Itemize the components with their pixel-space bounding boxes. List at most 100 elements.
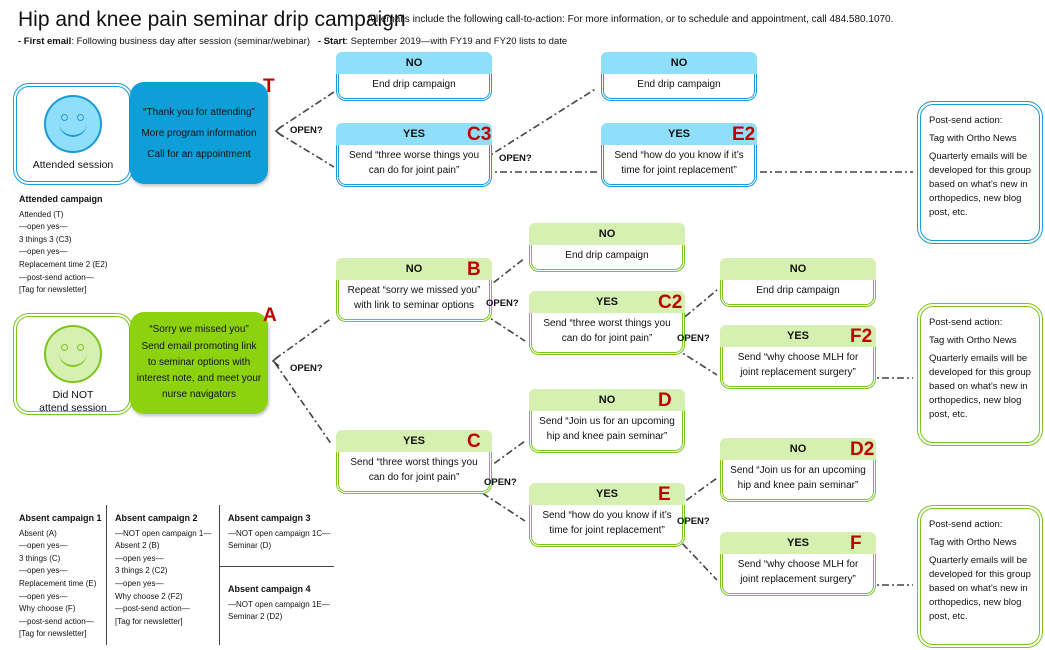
message-line: “Sorry we missed you” [149, 323, 249, 335]
node-head: YES [336, 123, 492, 145]
campaign-line: Why choose (F) [19, 604, 76, 614]
b-node: NO Repeat “sorry we missed you” with lin… [336, 258, 492, 322]
campaign-line: —NOT open campaign 1E— [228, 599, 330, 609]
node-body: Send “three worst things you can do for … [529, 313, 685, 355]
code-label-e2: E2 [732, 124, 756, 145]
node-body: Send “how do you know if it’s time for j… [529, 505, 685, 547]
post-send-text: Quarterly emails will be developed for t… [929, 151, 1031, 218]
absent-campaign-2-list: Absent campaign 2 —NOT open campaign 1— … [115, 512, 211, 628]
arrowhead-t [274, 125, 283, 137]
campaign-line: —NOT open campaign 1— [115, 528, 212, 538]
did-not-attend-label: Did NOT [52, 389, 94, 401]
c3-node: YES Send “three worse things you can do … [336, 123, 492, 187]
node-head: NO [336, 52, 492, 74]
campaign-line: Absent (A) [19, 528, 57, 538]
absent-campaign-4-list: Absent campaign 4 —NOT open campaign 1E—… [228, 583, 330, 624]
campaign-line: Replacement time 2 (E2) [19, 259, 108, 269]
connector-t-yes [277, 132, 335, 168]
attended-session-node: Attended session [13, 83, 133, 185]
node-body: Send “three worst things you can do for … [336, 452, 492, 494]
call-to-action-note: All emails include the following call-to… [367, 14, 894, 25]
f2-node: YES Send “why choose MLH for joint repla… [720, 325, 876, 389]
open-question-label: OPEN? [290, 125, 323, 136]
e2-node: YES Send “how do you know if it’s time f… [601, 123, 757, 187]
node-head: YES [529, 291, 685, 313]
c3-no-end-node: NO End drip campaign [601, 52, 757, 101]
campaign-line: Why choose 2 (F2) [115, 591, 183, 601]
post-send-text: Quarterly emails will be developed for t… [929, 353, 1031, 420]
attended-no-end-node: NO End drip campaign [336, 52, 492, 101]
campaign-line: —open yes— [115, 578, 164, 588]
e-node: YES Send “how do you know if it’s time f… [529, 483, 685, 547]
campaign-divider [219, 505, 220, 645]
message-line: Send email promoting link to seminar opt… [136, 340, 262, 400]
campaign-line: —NOT open campaign 1C— [228, 528, 331, 538]
thank-you-email-node: “Thank you for attending” More program i… [130, 82, 268, 184]
f-post-send-node: Post-send action: Tag with Ortho News Qu… [917, 505, 1043, 648]
campaign-line: —open yes— [19, 222, 68, 232]
node-body: End drip campaign [601, 74, 757, 101]
attended-post-send-node: Post-send action: Tag with Ortho News Qu… [917, 101, 1043, 244]
node-body: End drip campaign [336, 74, 492, 101]
node-body: Send “why choose MLH for joint replaceme… [720, 554, 876, 596]
open-question-label: OPEN? [486, 298, 519, 309]
node-head: YES [601, 123, 757, 145]
d2-node: NO Send “Join us for an upcoming hip and… [720, 438, 876, 502]
campaign-line: Attended (T) [19, 209, 64, 219]
campaign-divider [106, 505, 107, 645]
code-label-b: B [467, 259, 481, 280]
campaign-line: —open yes— [19, 541, 68, 551]
node-body: Send “three worse things you can do for … [336, 145, 492, 187]
code-label-c3: C3 [467, 124, 492, 145]
f-node: YES Send “why choose MLH for joint repla… [720, 532, 876, 596]
code-label-c2: C2 [658, 292, 683, 313]
campaign-line: —post-send action— [115, 604, 190, 614]
campaign-line: —post-send action— [19, 616, 94, 626]
node-body: End drip campaign [529, 245, 685, 272]
node-body: Send “Join us for an upcoming hip and kn… [720, 460, 876, 502]
node-head: YES [336, 430, 492, 452]
campaign-line: —open yes— [19, 591, 68, 601]
did-not-attend-node: Did NOT attend session [13, 313, 133, 415]
open-question-label: OPEN? [677, 516, 710, 527]
first-email-text: : Following business day after session (… [71, 36, 310, 47]
node-head: YES [720, 532, 876, 554]
node-body: End drip campaign [720, 280, 876, 307]
post-send-title: Post-send action: [929, 115, 1003, 126]
connector-t-no [277, 91, 335, 130]
node-body: Send “Join us for an upcoming hip and kn… [529, 411, 685, 453]
smiley-face-icon [44, 95, 102, 153]
message-line: “Thank you for attending” [143, 106, 255, 118]
code-label-f2: F2 [850, 326, 873, 347]
message-line: More program information [141, 127, 257, 139]
campaign-line: [Tag for newsletter] [19, 285, 87, 295]
campaign-line: 3 things (C) [19, 553, 61, 563]
absent-campaign-3-list: Absent campaign 3 —NOT open campaign 1C—… [228, 512, 330, 553]
open-question-label: OPEN? [499, 153, 532, 164]
open-question-label: OPEN? [290, 363, 323, 374]
c-node: YES Send “three worst things you can do … [336, 430, 492, 494]
code-label-d2: D2 [850, 439, 875, 460]
post-send-tag: Tag with Ortho News [929, 537, 1017, 548]
post-send-tag: Tag with Ortho News [929, 133, 1017, 144]
f2-post-send-node: Post-send action: Tag with Ortho News Qu… [917, 303, 1043, 446]
smiley-face-icon [44, 325, 102, 383]
node-head: YES [720, 325, 876, 347]
schedule-note: - First email: Following business day af… [18, 36, 567, 47]
c2-node: YES Send “three worst things you can do … [529, 291, 685, 355]
campaign-line: —open yes— [19, 566, 68, 576]
campaign-heading: Absent campaign 4 [228, 584, 311, 594]
node-head: YES [529, 483, 685, 505]
post-send-title: Post-send action: [929, 519, 1003, 530]
campaign-line: Replacement time (E) [19, 578, 97, 588]
campaign-heading: Absent campaign 3 [228, 513, 311, 523]
campaign-heading: Attended campaign [19, 194, 103, 204]
campaign-line: [Tag for newsletter] [19, 629, 87, 639]
campaign-heading: Absent campaign 1 [19, 513, 102, 523]
node-head: NO [529, 223, 685, 245]
node-head: NO [720, 258, 876, 280]
node-head: NO [529, 389, 685, 411]
code-label-a: A [263, 305, 277, 326]
b-no-end-node: NO End drip campaign [529, 223, 685, 272]
attended-campaign-list: Attended campaign Attended (T) —open yes… [19, 193, 107, 297]
